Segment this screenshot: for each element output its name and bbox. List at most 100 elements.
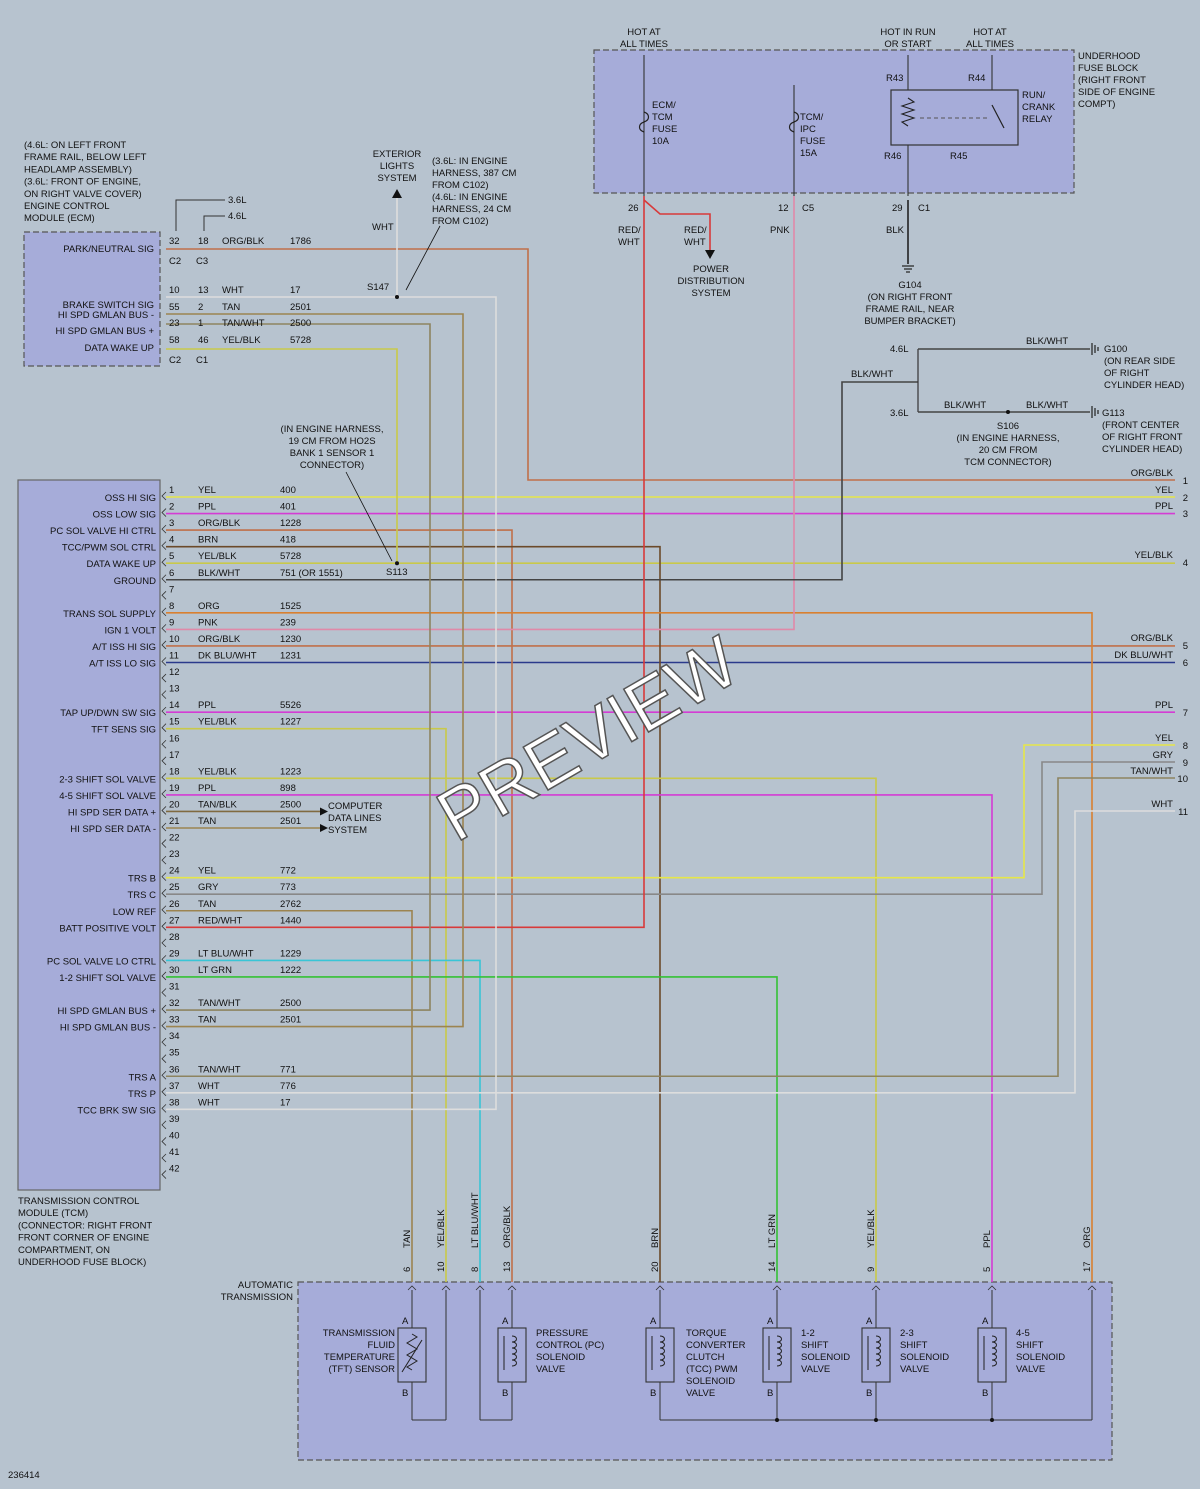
component-label: CONVERTER (686, 1340, 746, 1351)
splice-dot (775, 1418, 779, 1422)
power-distribution: POWER (693, 264, 729, 275)
connector-chevron (161, 607, 167, 617)
tcm-pin-function: TFT SENS SIG (91, 725, 156, 736)
tcm-circuit-number: 1231 (280, 651, 301, 662)
solenoid-icon (659, 1335, 665, 1367)
component-label: VALVE (900, 1364, 929, 1375)
ecm-description: FRAME RAIL, BELOW LEFT (24, 152, 147, 163)
connector-chevron (161, 955, 167, 964)
relay-pin: R45 (950, 151, 967, 162)
component-label: SOLENOID (686, 1376, 735, 1387)
connector-chevron (655, 1285, 665, 1291)
tcm-pin-number: 33 (169, 1015, 180, 1026)
component-pin-b: B (767, 1388, 773, 1399)
tcm-circuit-number: 1229 (280, 948, 301, 959)
connector-chevron (161, 1037, 167, 1047)
tcm-wire-color: TAN/WHT (198, 1064, 241, 1075)
tcm-pin-number: 23 (169, 849, 180, 860)
tcm-circuit-number: 5526 (280, 700, 301, 711)
connector-chevron (161, 541, 167, 550)
splice-note: HARNESS, 24 CM (432, 204, 511, 215)
connector-chevron (475, 1285, 485, 1291)
ecm-circuit-number: 5728 (290, 335, 311, 346)
connector-chevron (161, 557, 167, 567)
splice-label: S113 (386, 567, 407, 578)
tcm-wire-color: PPL (198, 502, 216, 513)
connector-chevron (161, 706, 167, 716)
tcm-pin-number: 11 (169, 651, 179, 662)
right-exit-color: DK BLU/WHT (1114, 650, 1173, 661)
connector-chevron (161, 1137, 167, 1146)
hot-at-all-times: HOT AT (627, 27, 661, 38)
connector-chevron (871, 1285, 881, 1291)
tcm-circuit-number: 2500 (280, 799, 301, 810)
ecm-pin-function: HI SPD GMLAN BUS - (58, 310, 154, 321)
tcm-circuit-number: 1228 (280, 518, 301, 529)
connector-chevron (161, 491, 167, 501)
tcm-pin-function: TRS B (128, 874, 156, 885)
component-label: TORQUE (686, 1328, 726, 1339)
tcm-wire-color: ORG/BLK (198, 634, 241, 645)
relay-pin: R46 (884, 151, 901, 162)
tcm-pin-number: 36 (169, 1064, 180, 1075)
ecm-box (23, 231, 161, 367)
tcm-pin-number: 40 (169, 1130, 180, 1141)
connector-chevron (161, 723, 167, 732)
transmission-wire-color: ORG/BLK (502, 1205, 513, 1248)
component-pin-b: B (402, 1388, 408, 1399)
tcm-pin-function: DATA WAKE UP (86, 559, 156, 570)
component-label: SOLENOID (900, 1352, 949, 1363)
connector-chevron (441, 1285, 451, 1291)
connector-chevron (161, 789, 167, 799)
ground-g104: BUMPER BRACKET) (864, 316, 955, 327)
tcm-box (17, 479, 161, 1191)
fuse-block-title: SIDE OF ENGINE (1078, 87, 1155, 98)
hot-in-run: OR START (884, 39, 931, 50)
right-exit-color: YEL (1155, 485, 1173, 496)
transmission-title: AUTOMATIC (238, 1280, 293, 1291)
tcm-wire-color: YEL (198, 485, 216, 496)
relay-pin: R44 (968, 73, 985, 84)
component-label: CONTROL (PC) (536, 1340, 604, 1351)
connector-chevron (161, 739, 167, 749)
tcm-wire-color: YEL/BLK (198, 766, 237, 777)
connector-chevron (161, 1087, 167, 1097)
tcm-description: COMPARTMENT, ON (18, 1245, 110, 1256)
exterior-lights-title: EXTERIOR (373, 149, 422, 160)
tcm-pin-function: TCC/PWM SOL CTRL (62, 543, 156, 554)
solenoid-icon (776, 1335, 782, 1367)
transmission-wire-color: PPL (982, 1230, 993, 1248)
tcm-circuit-number: 1440 (280, 915, 301, 926)
transmission-pin: 20 (650, 1261, 661, 1272)
right-exit-color: ORG/BLK (1131, 633, 1174, 644)
connector-chevron (161, 872, 167, 881)
tcm-pin-function: HI SPD SER DATA + (68, 807, 157, 818)
ecm-pin-3-6: 10 (169, 285, 180, 296)
right-exit-color: WHT (1151, 799, 1173, 810)
ecm-pin-3-6: 58 (169, 335, 180, 346)
ground-g100: OF RIGHT (1104, 368, 1150, 379)
tcm-pin-function: 4-5 SHIFT SOL VALVE (59, 791, 156, 802)
ecm-circuit-number: 2501 (290, 302, 311, 313)
splice-note: (3.6L: IN ENGINE (432, 156, 508, 167)
tcm-pin-number: 24 (169, 866, 180, 877)
splice-note: FROM C102) (432, 216, 488, 227)
transmission-pin: 14 (767, 1261, 778, 1272)
tcm-pin-number: 4 (169, 535, 174, 546)
tcm-description: (CONNECTOR: RIGHT FRONT (18, 1220, 152, 1231)
wire-tcm-38 (166, 296, 497, 1111)
tcm-circuit-number: 776 (280, 1081, 296, 1092)
splice-s106-label: 20 CM FROM (979, 445, 1038, 456)
tcm-wire-color: RED/WHT (198, 915, 243, 926)
ecm-connector: C3 (196, 256, 208, 267)
wire-color-label: BLK/WHT (1026, 336, 1068, 347)
connector-chevron (161, 673, 167, 683)
ecm-description: ON RIGHT VALVE COVER) (24, 189, 142, 200)
wire-color-label: RED/ (618, 225, 641, 236)
ecm-wire-color: WHT (222, 285, 244, 296)
ecm-description: ENGINE CONTROL (24, 201, 110, 212)
tcm-pin-number: 3 (169, 518, 174, 529)
splice-note: 19 CM FROM HO2S (288, 436, 375, 447)
wire-color-label: BLK (886, 225, 905, 236)
tcm-pin-number: 19 (169, 783, 180, 794)
